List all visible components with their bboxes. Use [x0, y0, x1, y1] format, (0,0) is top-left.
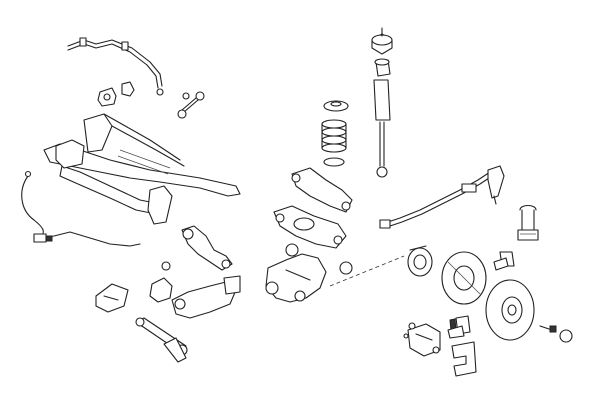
- spring-link: [273, 205, 347, 249]
- assembly-line: [329, 255, 405, 287]
- wheel-carrier: [265, 243, 353, 303]
- upper-control-arm: [291, 167, 353, 213]
- spring-seat-top: [323, 100, 349, 112]
- strut-mount: [371, 27, 393, 55]
- stabilizer-end: [156, 88, 164, 96]
- brake-disc: [485, 279, 535, 341]
- rear-subframe: [43, 113, 241, 225]
- stabilizer-clamp: [79, 37, 87, 47]
- abs-sensor-cable: [21, 170, 141, 247]
- cable-clip: [461, 183, 477, 193]
- spring-seat-bottom: [323, 157, 345, 167]
- trailing-arm: [171, 275, 241, 319]
- abs-connector: [33, 233, 47, 243]
- stabilizer-bar: [67, 37, 164, 96]
- shock-absorber: [373, 79, 391, 178]
- mounting-bracket: [95, 277, 173, 313]
- fasteners: [161, 257, 509, 339]
- bump-stop: [374, 58, 391, 77]
- brake-dust-shield: [441, 251, 487, 305]
- stabilizer-bushing: [97, 81, 135, 107]
- cable-end: [379, 219, 391, 229]
- wheel-hub: [407, 245, 433, 277]
- handbrake-cable: [379, 165, 505, 229]
- brake-pads: [447, 315, 471, 339]
- u-bolt: [517, 204, 539, 241]
- brake-caliper: [407, 322, 441, 357]
- caliper-bracket: [451, 341, 477, 377]
- stabilizer-clamp: [121, 41, 129, 51]
- stabilizer-link: [177, 91, 205, 119]
- dust-cap: [559, 329, 573, 343]
- coil-spring: [321, 119, 347, 153]
- toe-link: [135, 317, 188, 363]
- wheel-bolt: [539, 325, 573, 343]
- lower-control-arm: [181, 225, 233, 271]
